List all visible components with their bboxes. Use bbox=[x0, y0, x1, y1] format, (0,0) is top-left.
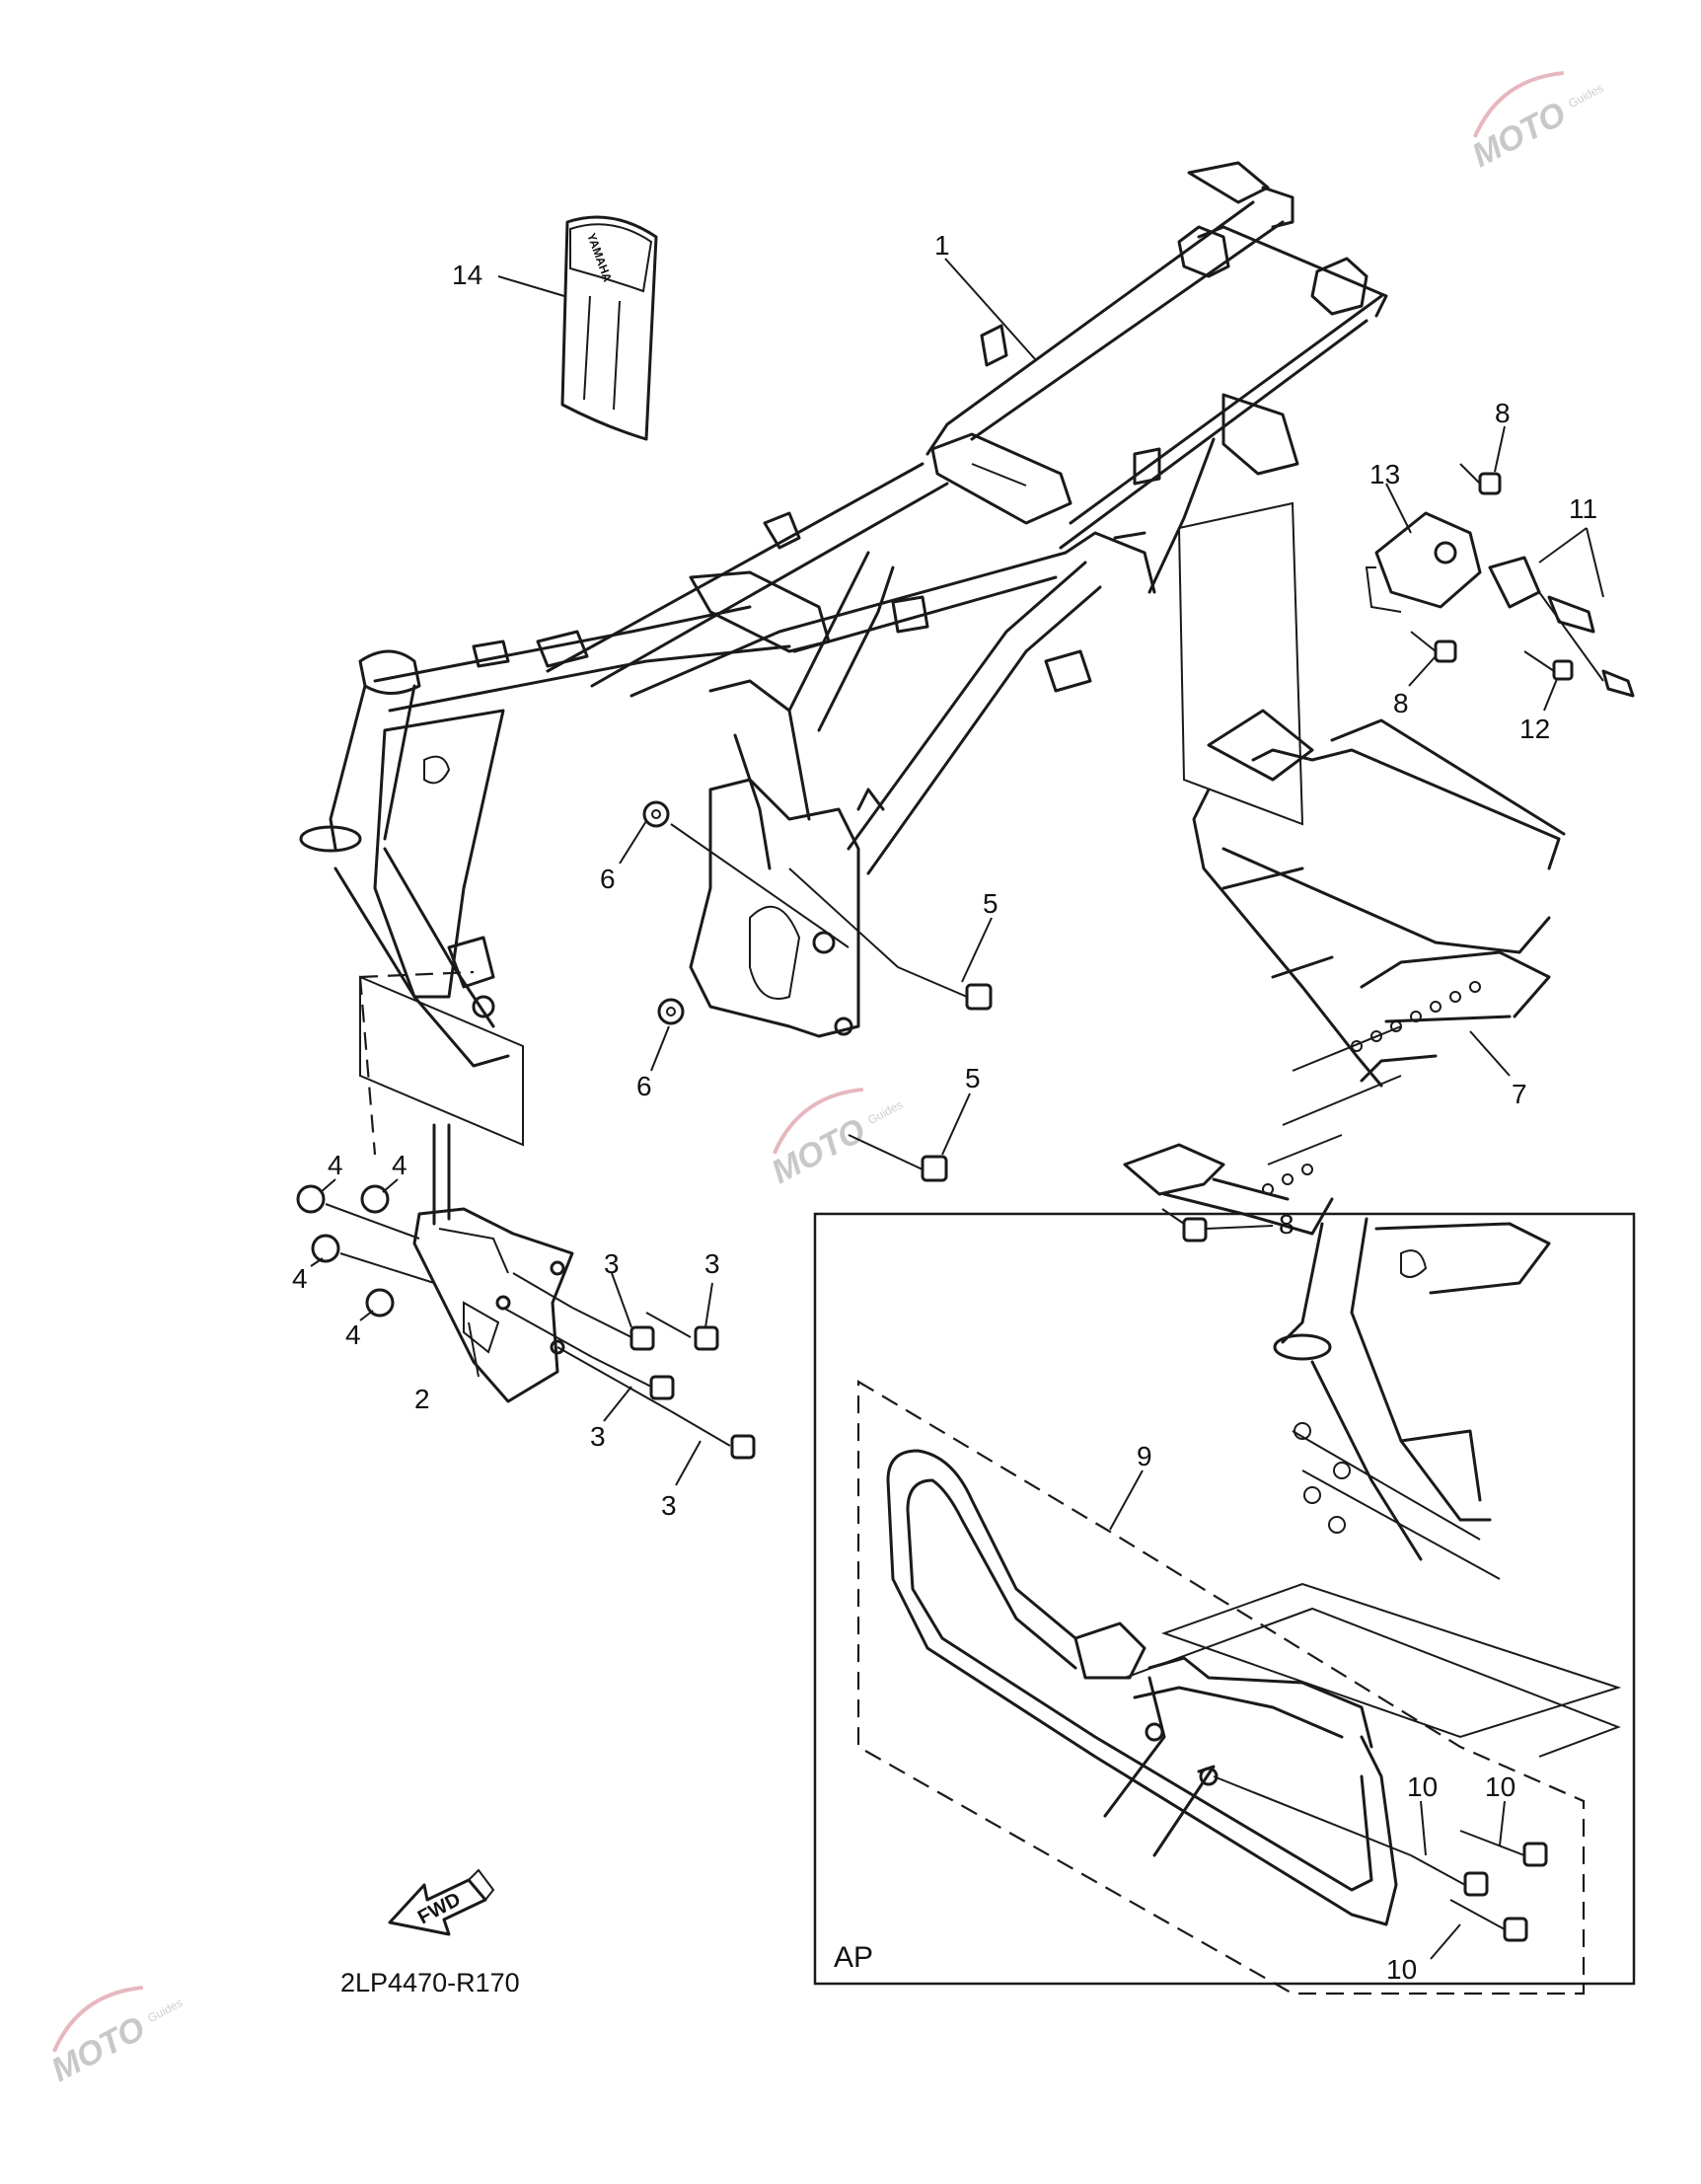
callout-2: 2 bbox=[414, 1384, 430, 1414]
callout-7: 7 bbox=[1512, 1079, 1527, 1109]
leader-lines bbox=[310, 258, 1604, 1960]
guard-outline-dashed bbox=[856, 1380, 1586, 1996]
callout-14: 14 bbox=[452, 260, 482, 290]
callout-5-a: 5 bbox=[983, 888, 998, 919]
engine-bracket-part-2 bbox=[412, 1123, 574, 1403]
callout-3-a: 3 bbox=[604, 1248, 620, 1279]
mount-guide-left bbox=[358, 970, 475, 1156]
watermark-bottom-left: MOTO Guides bbox=[45, 1985, 185, 2089]
bolts-part-8 bbox=[1410, 463, 1502, 663]
nuts-part-4 bbox=[296, 1184, 435, 1318]
callout-11: 11 bbox=[1569, 493, 1597, 524]
watermark-top-right: MOTO Guides bbox=[1466, 70, 1605, 175]
callout-8-b: 8 bbox=[1393, 688, 1409, 718]
engine-guard-part-9 bbox=[886, 1449, 1398, 1926]
lock-bracket-part-13 bbox=[1365, 511, 1482, 613]
bolt-part-12 bbox=[1523, 650, 1574, 681]
callout-5-b: 5 bbox=[965, 1063, 981, 1093]
callout-6-a: 6 bbox=[600, 864, 616, 894]
callout-3-d: 3 bbox=[661, 1490, 677, 1521]
callout-4-a: 4 bbox=[328, 1150, 343, 1180]
svg-text:MOTO: MOTO bbox=[1466, 95, 1572, 175]
callout-9: 9 bbox=[1137, 1441, 1152, 1471]
svg-text:Guides: Guides bbox=[145, 1996, 185, 2025]
inset-ap-panel: AP bbox=[813, 1212, 1636, 1996]
callout-6-b: 6 bbox=[636, 1071, 652, 1101]
bolts-part-5 bbox=[788, 867, 993, 1182]
callout-1: 1 bbox=[934, 230, 950, 261]
callout-4-c: 4 bbox=[292, 1263, 308, 1294]
callout-10-c: 10 bbox=[1386, 1954, 1417, 1985]
washers-part-6 bbox=[642, 800, 850, 1025]
callout-8-c: 8 bbox=[1279, 1209, 1294, 1240]
callout-10-b: 10 bbox=[1485, 1771, 1516, 1802]
callout-3-c: 3 bbox=[590, 1421, 606, 1452]
svg-text:Guides: Guides bbox=[1566, 81, 1605, 111]
callout-10-a: 10 bbox=[1407, 1771, 1438, 1802]
diagram-code: 2LP4470-R170 bbox=[340, 1968, 520, 1997]
fwd-arrow-icon: FWD bbox=[388, 1868, 495, 1936]
rack-part-7 bbox=[1123, 501, 1566, 1243]
svg-text:MOTO: MOTO bbox=[766, 1111, 871, 1191]
emblem-part-14: YAMAHA bbox=[560, 215, 658, 441]
callout-4-d: 4 bbox=[345, 1319, 361, 1350]
watermark-center: MOTO Guides bbox=[766, 1087, 905, 1191]
callout-12: 12 bbox=[1519, 714, 1550, 744]
main-frame-part-1 bbox=[299, 161, 1388, 1068]
inset-label: AP bbox=[834, 1941, 873, 1974]
callout-4-b: 4 bbox=[392, 1150, 407, 1180]
callout-3-b: 3 bbox=[704, 1248, 720, 1279]
mount-guide-box bbox=[359, 975, 524, 1147]
callout-13: 13 bbox=[1369, 459, 1400, 490]
bolts-part-10 bbox=[1213, 1775, 1548, 1942]
svg-text:MOTO: MOTO bbox=[45, 2009, 151, 2089]
callout-8-a: 8 bbox=[1495, 398, 1511, 428]
callout-labels: 1 2 3 3 3 3 4 4 4 4 5 5 6 6 7 8 8 8 9 10… bbox=[292, 230, 1597, 1985]
svg-text:Guides: Guides bbox=[865, 1097, 905, 1127]
lock-part-11 bbox=[1488, 556, 1635, 698]
bolts-part-3 bbox=[502, 1272, 756, 1460]
svg-text:YAMAHA: YAMAHA bbox=[584, 231, 615, 284]
